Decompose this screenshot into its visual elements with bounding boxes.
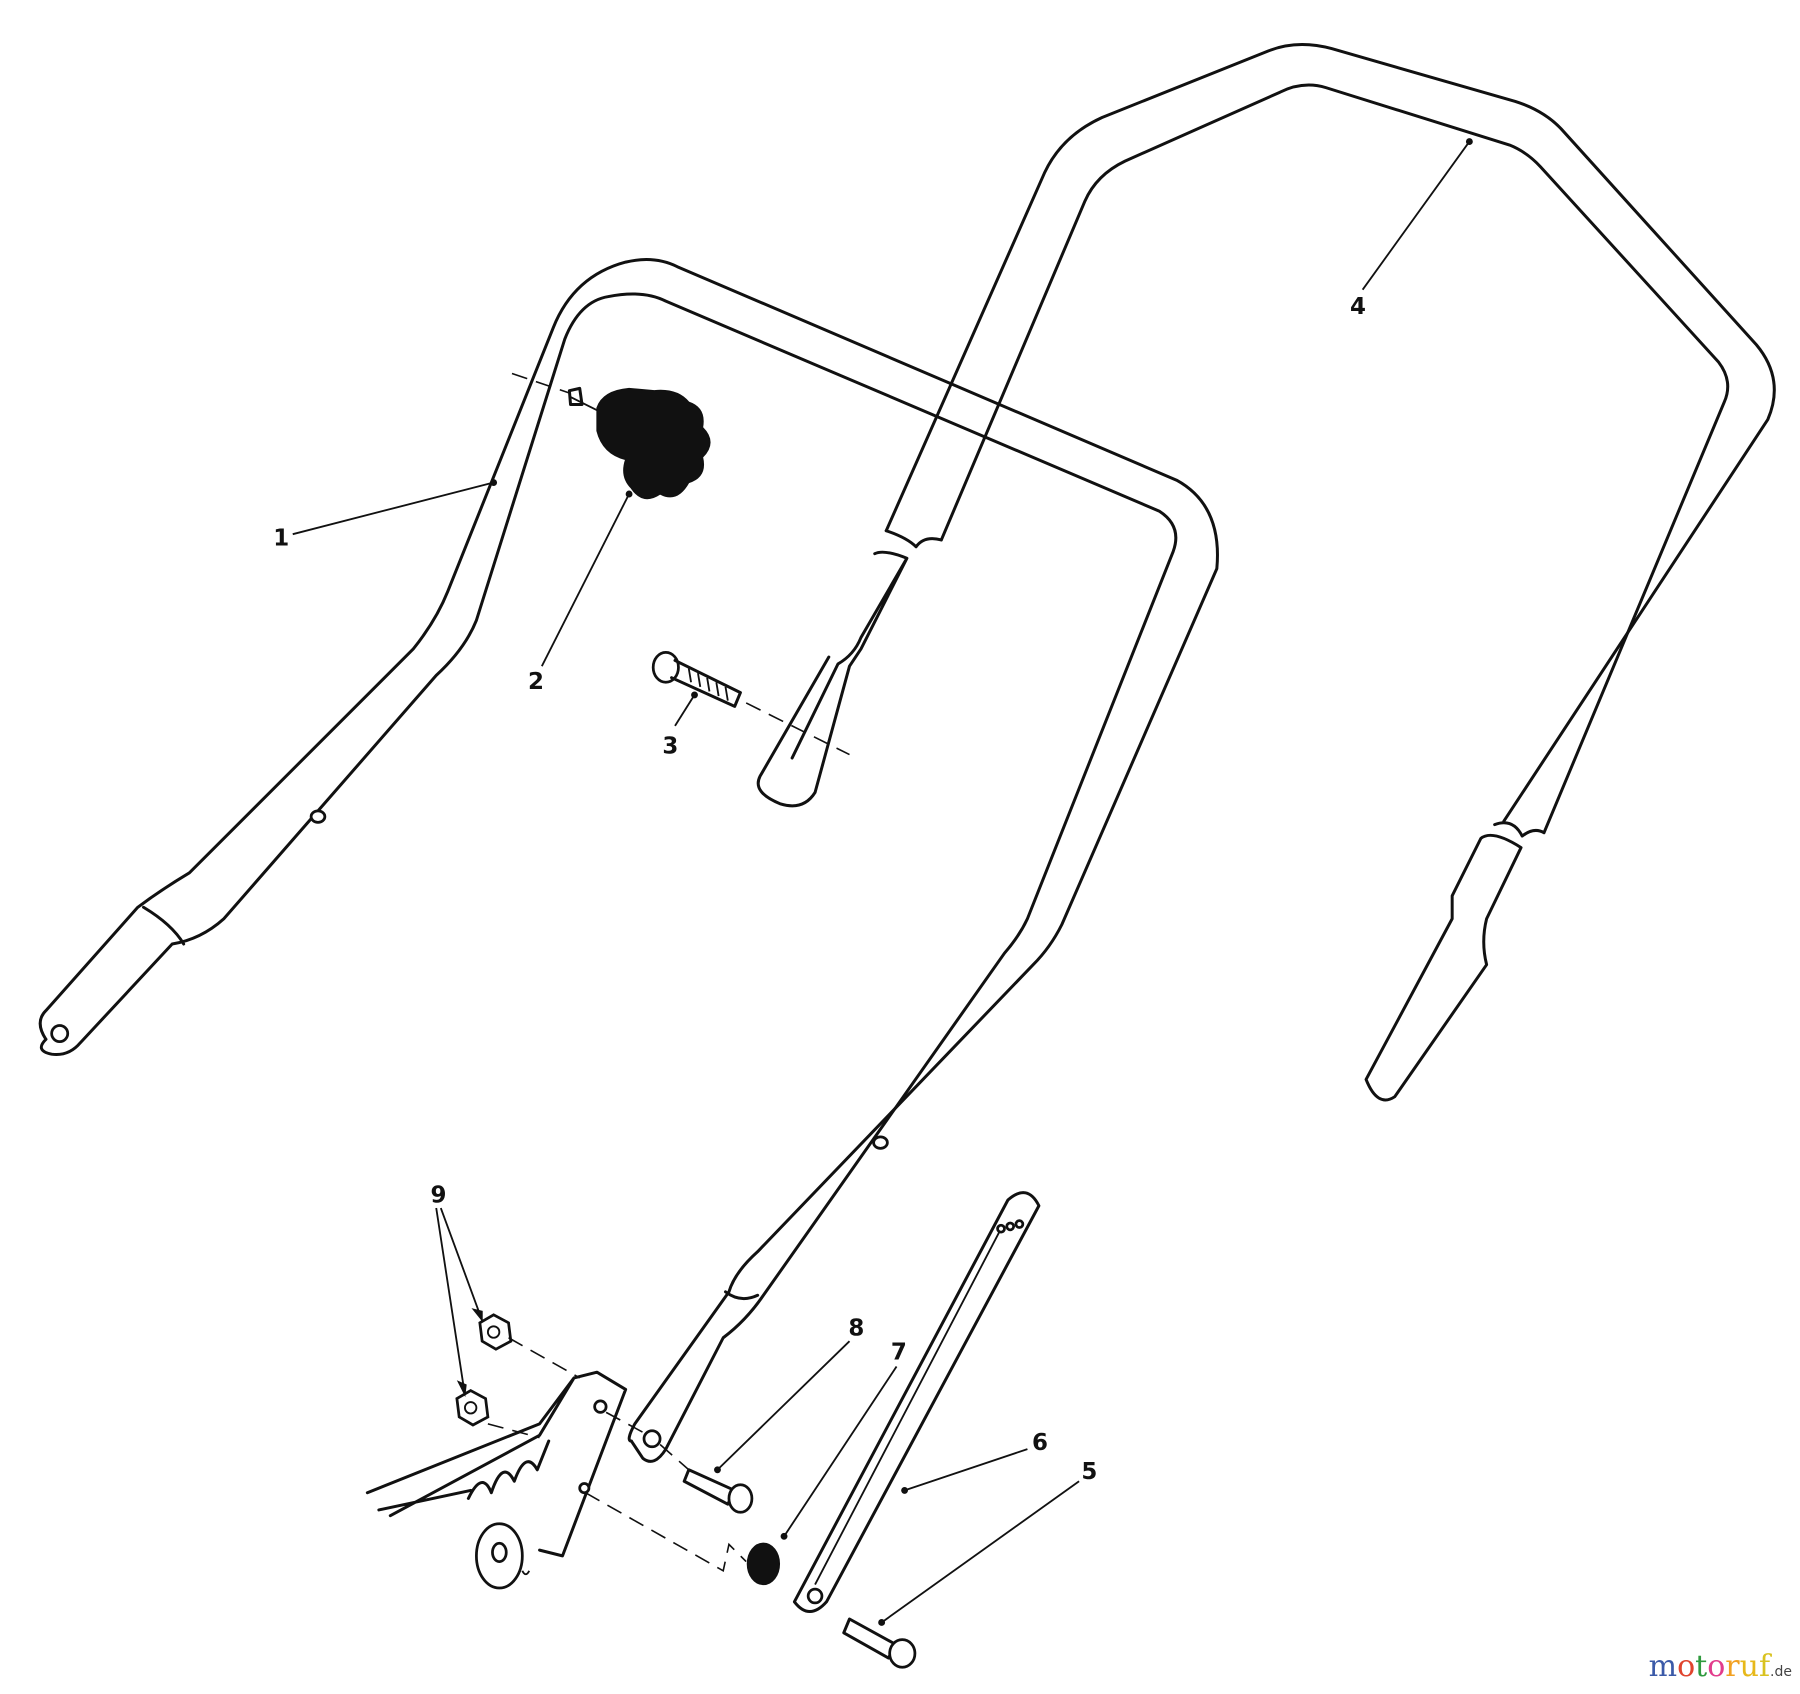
watermark-logo: motoruf.de <box>1649 1649 1792 1684</box>
watermark-suffix: .de <box>1770 1664 1792 1680</box>
watermark-letter: o <box>1677 1649 1696 1684</box>
callout-7: 7 <box>891 1340 907 1366</box>
watermark-letter: m <box>1648 1649 1678 1684</box>
callout-4: 4 <box>1350 294 1366 320</box>
callout-3: 3 <box>662 733 678 759</box>
callout-8: 8 <box>848 1315 864 1341</box>
bracket-part-6 <box>792 1191 1041 1614</box>
callout-2: 2 <box>528 669 544 695</box>
lower-handle-part-1 <box>38 258 1219 1463</box>
callout-9: 9 <box>430 1182 446 1208</box>
watermark-letter: r <box>1725 1649 1740 1684</box>
deck-mount-bracket <box>365 1370 628 1590</box>
knob-part-2 <box>568 387 711 500</box>
leader-lines <box>292 138 1473 1626</box>
spacer-part-7 <box>746 1542 781 1586</box>
watermark-letter: o <box>1707 1649 1726 1684</box>
nuts-part-9 <box>455 1313 513 1427</box>
bolt-part-3 <box>651 651 742 708</box>
alignment-lines <box>487 372 850 1573</box>
bolt-part-5 <box>842 1617 917 1669</box>
watermark-letter: u <box>1739 1649 1759 1684</box>
callout-6: 6 <box>1032 1430 1048 1456</box>
callout-5: 5 <box>1081 1459 1097 1485</box>
watermark-letter: t <box>1695 1649 1708 1684</box>
watermark-letter: f <box>1758 1649 1771 1684</box>
bolt-part-8 <box>682 1468 754 1514</box>
upper-handle-part-4 <box>756 43 1776 1102</box>
callout-1: 1 <box>273 526 289 552</box>
